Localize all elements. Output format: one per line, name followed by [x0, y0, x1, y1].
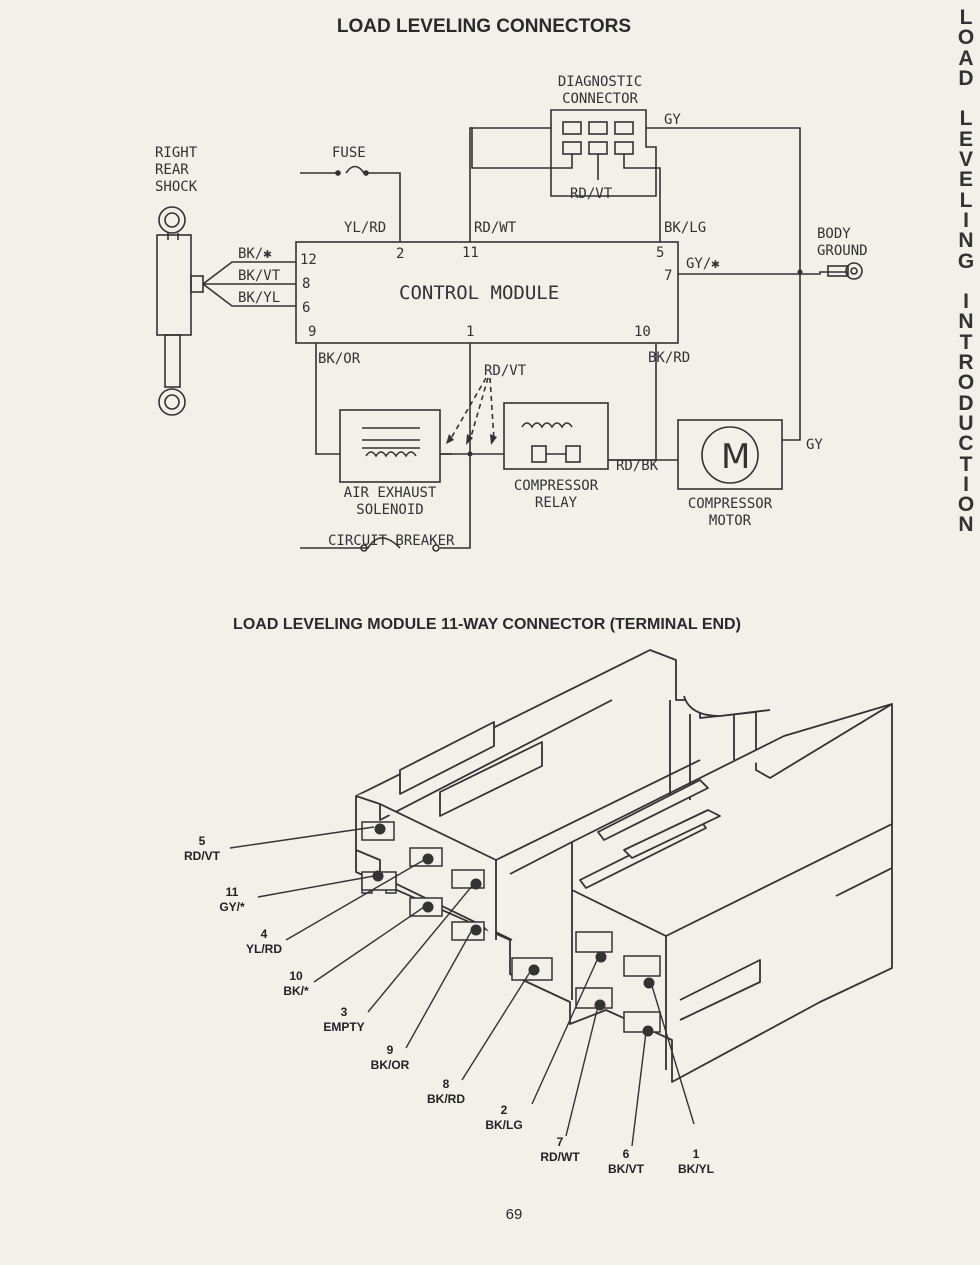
connector-section-title: LOAD LEVELING MODULE 11-WAY CONNECTOR (T… [233, 616, 741, 633]
callout-pin-number: 4 [261, 927, 268, 941]
fuse-label: FUSE [332, 145, 366, 161]
callout-pin-number: 10 [289, 969, 303, 983]
callout-wire-color: BK/RD [427, 1092, 465, 1106]
callout-wire-color: BK/VT [608, 1162, 645, 1176]
wire-rd-bk: RD/BK [616, 458, 659, 474]
pin-6: 6 [302, 300, 310, 316]
diagnostic-connector-body [550, 109, 657, 197]
callout-wire-color: BK/LG [485, 1118, 522, 1132]
wire-bk-lg: BK/LG [664, 220, 706, 236]
wire-rd-vt-diag: RD/VT [570, 186, 613, 202]
wire-rd-wt: RD/WT [474, 220, 517, 236]
terminal-dots [372, 823, 655, 1037]
control-module-box [295, 241, 679, 344]
pin-8: 8 [302, 276, 310, 292]
svg-text:M: M [721, 437, 750, 477]
callout-pin-number: 5 [199, 834, 206, 848]
callout-wire-color: GY/* [219, 900, 245, 914]
pin-12: 12 [300, 252, 317, 268]
pin-7: 7 [664, 268, 672, 284]
wire-bk-or: BK/OR [318, 351, 361, 367]
wire-bk-rd: BK/RD [648, 350, 690, 366]
page-title: LOAD LEVELING CONNECTORS [336, 16, 632, 37]
callout-pin-number: 9 [387, 1043, 394, 1057]
callout-pin-number: 7 [557, 1135, 564, 1149]
page-number: 69 [505, 1206, 523, 1223]
callout-wire-color: BK/OR [371, 1058, 410, 1072]
callout-wire-color: RD/WT [540, 1150, 580, 1164]
callout-pin-number: 3 [341, 1005, 348, 1019]
pin-10: 10 [634, 324, 651, 340]
wire-rd-vt-mid: RD/VT [484, 363, 527, 379]
pin-11: 11 [462, 245, 479, 261]
callout-pin-number: 8 [443, 1077, 450, 1091]
pin-9: 9 [308, 324, 316, 340]
wire-bk-star: BK/✱ [238, 246, 272, 262]
callout-wire-color: BK/YL [678, 1162, 714, 1176]
wire-gy-top: GY [664, 112, 681, 128]
callout-pin-number: 11 [226, 885, 239, 899]
connector-11-way-drawing [355, 649, 893, 1083]
callout-pin-number: 6 [623, 1147, 630, 1161]
circuit-breaker-label: CIRCUIT BREAKER [328, 533, 455, 549]
callout-wire-color: EMPTY [323, 1020, 364, 1034]
callout-leader-lines [229, 826, 695, 1147]
wire-gy-motor: GY [806, 437, 823, 453]
wire-bk-vt: BK/VT [238, 268, 281, 284]
callout-pin-number: 1 [693, 1147, 700, 1161]
control-module-label: CONTROL MODULE [399, 282, 559, 304]
callout-pin-number: 2 [501, 1103, 508, 1117]
callout-wire-color: RD/VT [184, 849, 221, 863]
pin-1: 1 [466, 324, 474, 340]
callout-wire-color: YL/RD [246, 942, 282, 956]
connector-callouts: 5RD/VT11GY/*4YL/RD10BK/*3EMPTY9BK/OR8BK/… [184, 834, 714, 1176]
connector-cavities [361, 821, 661, 1033]
pin-5: 5 [656, 245, 664, 261]
wire-yl-rd: YL/RD [344, 220, 386, 236]
pin-2: 2 [396, 246, 404, 262]
callout-wire-color: BK/* [283, 984, 309, 998]
wire-bk-yl: BK/YL [238, 290, 280, 306]
wire-gy-star: GY/✱ [686, 256, 720, 272]
